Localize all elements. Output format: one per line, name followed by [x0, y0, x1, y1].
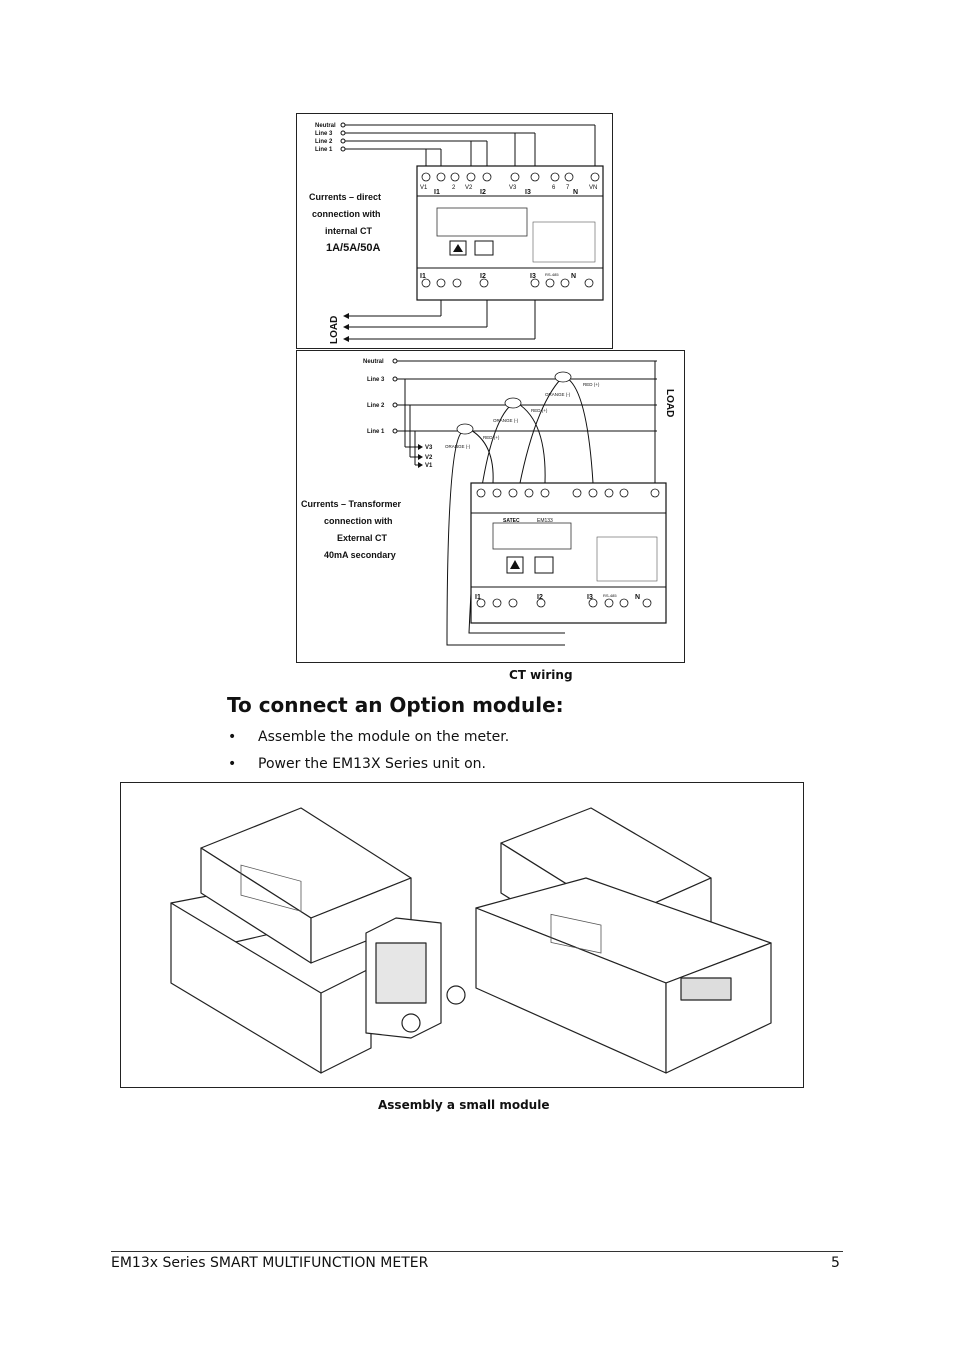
- load-label: LOAD: [664, 389, 675, 417]
- figure-module-assembly: [120, 782, 804, 1088]
- footer-title: EM13x Series SMART MULTIFUNCTION METER: [111, 1255, 429, 1271]
- terminal-v3: V3: [509, 185, 517, 191]
- ct3-orange-label: ORANGE (-): [545, 392, 571, 397]
- bullet-text: Assemble the module on the meter.: [258, 729, 510, 745]
- ct2-orange-label: ORANGE (-): [493, 418, 519, 423]
- wire-label-line3: Line 3: [315, 131, 333, 137]
- terminal-v2: V2: [465, 185, 473, 191]
- terminal-i2: I2: [480, 189, 486, 196]
- list-item: • Power the EM13X Series unit on.: [228, 756, 728, 774]
- bottom-terminal-rs485: RS-485: [545, 272, 559, 277]
- tap-v1: V1: [425, 463, 433, 469]
- bottom-terminal-rs485: RS-485: [603, 593, 617, 598]
- label-line-1: Currents – direct: [309, 192, 381, 202]
- figure-transformer-ct-wiring: Neutral Line 3 Line 2 Line 1: [296, 350, 685, 663]
- bottom-terminal-i2: I2: [480, 273, 486, 280]
- terminal-i3: I3: [525, 189, 531, 196]
- label-line-3: internal CT: [325, 226, 373, 236]
- wire-label-line1: Line 1: [367, 429, 385, 435]
- terminal-6: 6: [552, 185, 556, 191]
- bottom-terminal-i3: I3: [587, 594, 593, 601]
- label-line-4: 40mA secondary: [324, 550, 396, 560]
- ct2-red-label: RED (+): [531, 408, 548, 413]
- meter-brand: SATEC: [503, 518, 520, 524]
- transformer-ct-diagram: Neutral Line 3 Line 2 Line 1: [301, 358, 675, 646]
- caption-ct-wiring: CT wiring: [509, 668, 573, 682]
- terminal-i1: I1: [434, 189, 440, 196]
- wire-label-neutral: Neutral: [315, 123, 336, 129]
- bullet-dot: •: [228, 756, 237, 772]
- figure-direct-ct-wiring: Neutral Line 3 Line 2 Line 1: [296, 113, 613, 349]
- label-line-1: Currents – Transformer: [301, 499, 402, 509]
- label-line-2: connection with: [312, 209, 381, 219]
- ct3-red-label: RED (+): [583, 382, 600, 387]
- assembly-illustration: [170, 807, 772, 1074]
- bottom-terminal-i2: I2: [537, 594, 543, 601]
- wire-label-line3: Line 3: [367, 377, 385, 383]
- bottom-terminal-i3: I3: [530, 273, 536, 280]
- wire-label-line2: Line 2: [367, 403, 385, 409]
- load-label: LOAD: [329, 316, 340, 344]
- tap-v2: V2: [425, 455, 433, 461]
- wire-label-neutral: Neutral: [363, 359, 384, 365]
- bottom-terminal-i1: I1: [475, 594, 481, 601]
- label-line-2: connection with: [324, 516, 393, 526]
- page-number: 5: [831, 1255, 840, 1271]
- terminal-2: 2: [452, 185, 456, 191]
- terminal-vn: VN: [589, 185, 597, 191]
- bottom-terminal-n: N: [571, 273, 576, 280]
- bullet-text: Power the EM13X Series unit on.: [258, 756, 486, 772]
- ct1-orange-label: ORANGE (-): [445, 444, 471, 449]
- terminal-n: N: [573, 189, 578, 196]
- bullet-dot: •: [228, 729, 237, 745]
- direct-ct-diagram: Neutral Line 3 Line 2 Line 1: [309, 122, 604, 344]
- caption-assembly: Assembly a small module: [378, 1098, 550, 1112]
- label-line-3: External CT: [337, 533, 388, 543]
- terminal-7: 7: [566, 185, 570, 191]
- terminal-v1: V1: [420, 185, 428, 191]
- wire-label-line2: Line 2: [315, 139, 333, 145]
- list-item: • Assemble the module on the meter.: [228, 729, 728, 747]
- ct1-red-label: RED (+): [483, 435, 500, 440]
- meter-model: EM133: [537, 518, 553, 524]
- footer-divider: [111, 1251, 843, 1252]
- tap-v3: V3: [425, 445, 433, 451]
- wire-label-line1: Line 1: [315, 147, 333, 153]
- label-line-4: 1A/5A/50A: [326, 242, 380, 254]
- bottom-terminal-i1: I1: [420, 273, 426, 280]
- bottom-terminal-n: N: [635, 594, 640, 601]
- section-heading: To connect an Option module:: [227, 693, 564, 717]
